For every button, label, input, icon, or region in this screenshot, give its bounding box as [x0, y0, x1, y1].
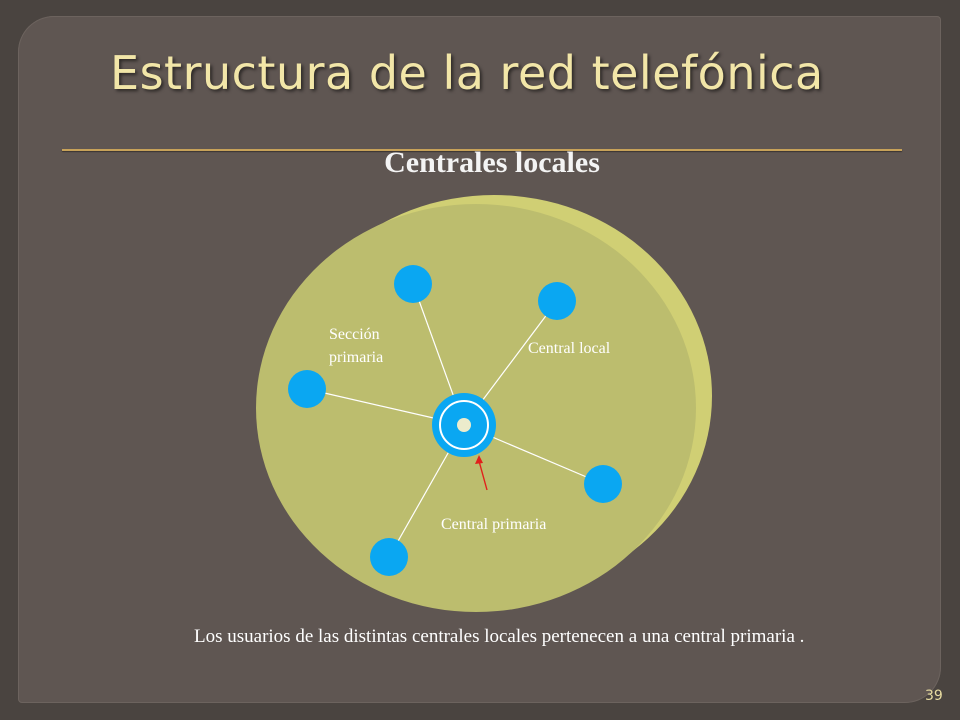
label-central-local: Central local	[528, 340, 611, 357]
local-exchange-node	[288, 370, 326, 408]
label-central-primaria: Central primaria	[441, 516, 546, 533]
local-exchanges	[288, 265, 622, 576]
local-exchange-node	[584, 465, 622, 503]
local-exchange-node	[370, 538, 408, 576]
slide-subtitle: Centrales locales	[384, 146, 600, 179]
page-number: 39	[925, 688, 943, 704]
label-seccion-line2: primaria	[329, 349, 383, 366]
arrow-shaft	[478, 460, 488, 491]
primary-exchange-core	[457, 418, 471, 432]
slide-caption: Los usuarios de las distintas centrales …	[194, 626, 805, 647]
primary-exchange-ring	[439, 400, 489, 450]
local-exchange-node	[538, 282, 576, 320]
label-seccion-line1: Sección	[329, 326, 380, 343]
slide-title: Estructura de la red telefónica	[110, 46, 824, 100]
local-exchange-node	[394, 265, 432, 303]
title-divider	[62, 149, 902, 151]
arrow-head	[475, 455, 483, 464]
